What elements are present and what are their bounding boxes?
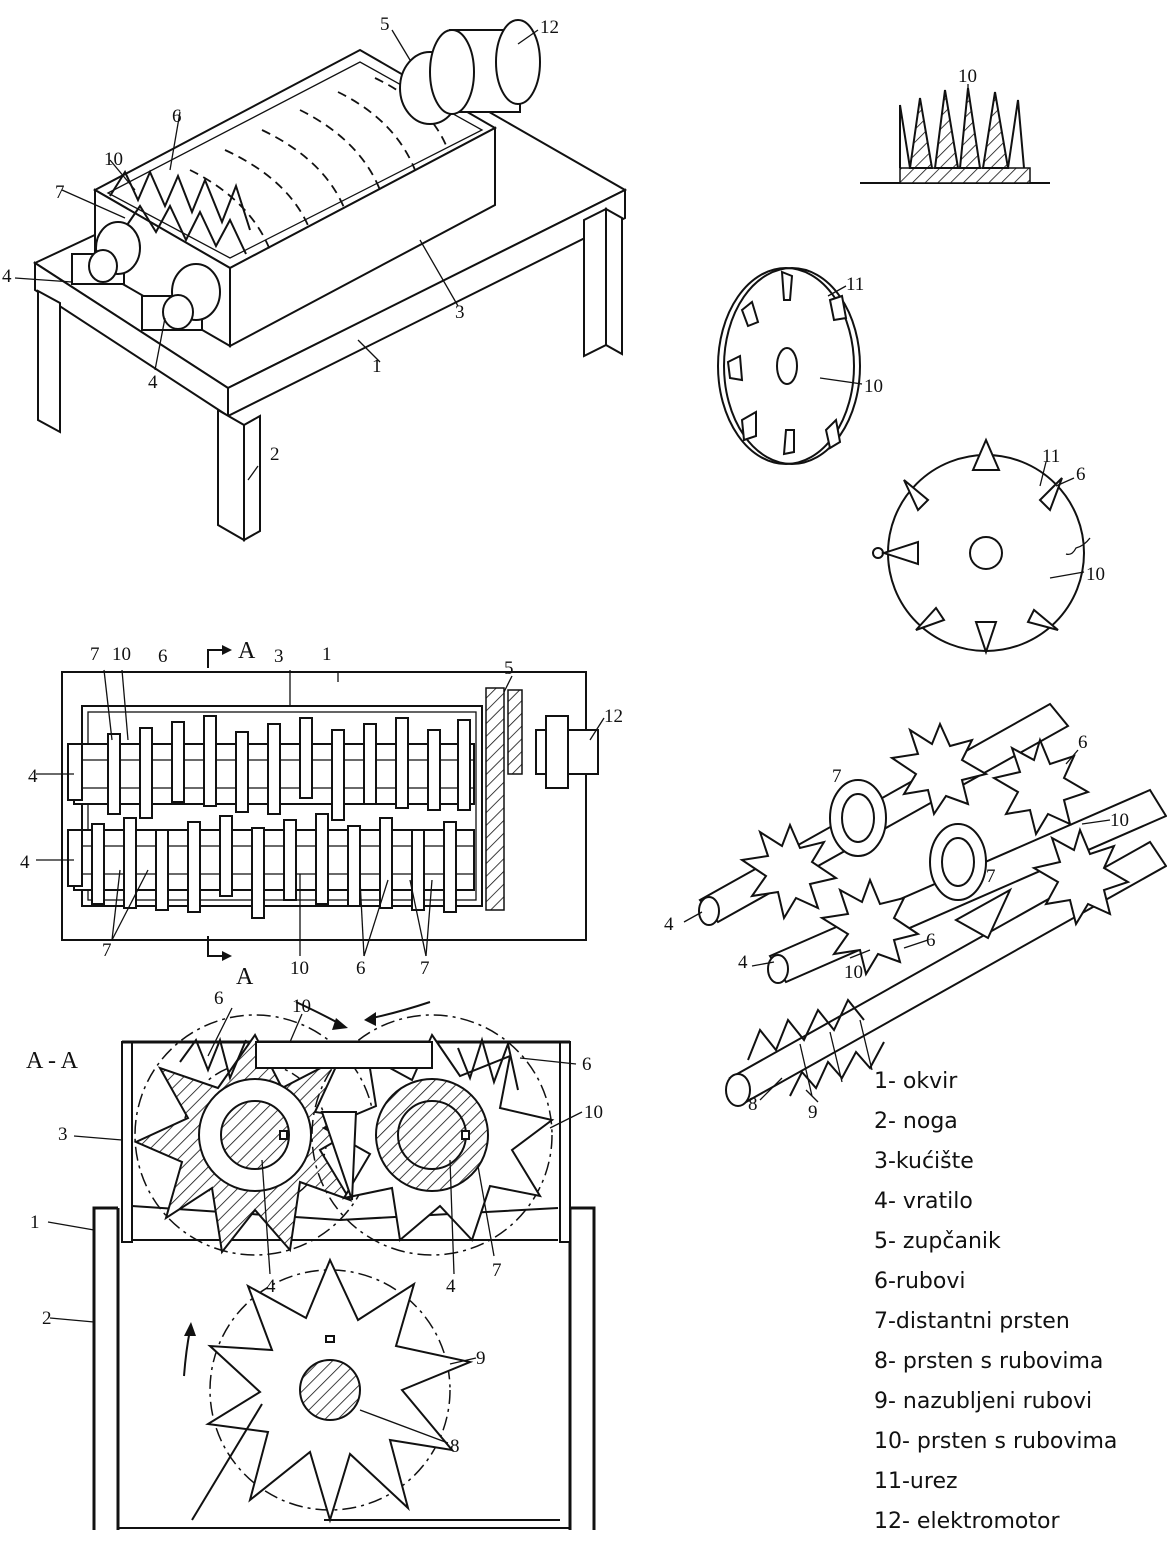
legend-item: 3-kućište [874, 1149, 974, 1174]
legend-item: 12- elektromotor [874, 1509, 1060, 1534]
callout-8: 8 [748, 1094, 758, 1115]
callout-3: 3 [274, 646, 284, 667]
callout-2: 2 [270, 444, 280, 465]
callout-10: 10 [864, 376, 883, 397]
callout-6: 6 [582, 1054, 592, 1075]
callout-6: 6 [356, 958, 366, 979]
callout-10: 10 [292, 996, 311, 1017]
callout-4: 4 [446, 1276, 456, 1297]
callout-9: 9 [476, 1348, 486, 1369]
callout-5: 5 [504, 658, 514, 679]
legend-item: 4- vratilo [874, 1189, 973, 1214]
legend-item: 6-rubovi [874, 1269, 965, 1294]
callout-7: 7 [986, 866, 996, 887]
callout-4: 4 [738, 952, 748, 973]
callout-7: 7 [492, 1260, 502, 1281]
callout-6: 6 [1078, 732, 1088, 753]
callout-11: 11 [1042, 446, 1060, 467]
upper-rings [107, 715, 471, 821]
legend-item: 2- noga [874, 1109, 958, 1134]
callout-12: 12 [540, 17, 559, 38]
callout-7: 7 [102, 940, 112, 961]
callout-10: 10 [584, 1102, 603, 1123]
ring-side-view [717, 267, 863, 465]
callout-labels: 1 2 3 4 4 5 6 7 10 12 10 11 10 11 6 10 7… [2, 14, 1129, 1457]
callout-9: 9 [808, 1102, 818, 1123]
plan-view [36, 645, 605, 961]
legend-item: 10- prsten s rubovima [874, 1429, 1117, 1454]
section-mark-a-top: A [238, 638, 256, 664]
callout-6: 6 [172, 106, 182, 127]
legend-item: 11-urez [874, 1469, 958, 1494]
legend: 1- okvir 2- noga 3-kućište 4- vratilo 5-… [874, 1069, 1117, 1534]
legend-item: 9- nazubljeni rubovi [874, 1389, 1092, 1414]
callout-4: 4 [148, 372, 158, 393]
callout-12: 12 [604, 706, 623, 727]
shafts-3d-view [683, 702, 1167, 1107]
callout-1: 1 [322, 644, 332, 665]
ring-detail-view [860, 84, 1050, 184]
legend-item: 8- prsten s rubovima [874, 1349, 1103, 1374]
callout-4: 4 [20, 852, 30, 873]
section-mark-a-bottom: A [236, 964, 254, 990]
callout-10: 10 [112, 644, 131, 665]
callout-4: 4 [664, 914, 674, 935]
callout-3: 3 [455, 302, 465, 323]
callout-1: 1 [372, 356, 382, 377]
callout-6: 6 [158, 646, 168, 667]
callout-4: 4 [266, 1276, 276, 1297]
section-aa-view [47, 1001, 596, 1530]
callout-7: 7 [420, 958, 430, 979]
callout-6: 6 [214, 988, 224, 1009]
callout-3: 3 [58, 1124, 68, 1145]
callout-5: 5 [380, 14, 390, 35]
callout-4: 4 [2, 266, 12, 287]
section-title: A - A [26, 1048, 79, 1074]
callout-6: 6 [926, 930, 936, 951]
callout-2: 2 [42, 1308, 52, 1329]
callout-7: 7 [90, 644, 100, 665]
callout-7: 7 [55, 182, 65, 203]
ring-front-view [872, 437, 1091, 656]
callout-10: 10 [844, 962, 863, 983]
callout-10: 10 [1110, 810, 1129, 831]
callout-7: 7 [832, 766, 842, 787]
legend-item: 5- zupčanik [874, 1229, 1001, 1254]
lower-rings [91, 813, 457, 919]
callout-11: 11 [846, 274, 864, 295]
callout-4: 4 [28, 766, 38, 787]
callout-6: 6 [1076, 464, 1086, 485]
callout-10: 10 [104, 149, 123, 170]
legend-item: 1- okvir [874, 1069, 958, 1094]
callout-10: 10 [958, 66, 977, 87]
callout-10: 10 [290, 958, 309, 979]
isometric-view [14, 19, 628, 542]
legend-item: 7-distantni prsten [874, 1309, 1070, 1334]
callout-10: 10 [1086, 564, 1105, 585]
callout-8: 8 [450, 1436, 460, 1457]
callout-1: 1 [30, 1212, 40, 1233]
